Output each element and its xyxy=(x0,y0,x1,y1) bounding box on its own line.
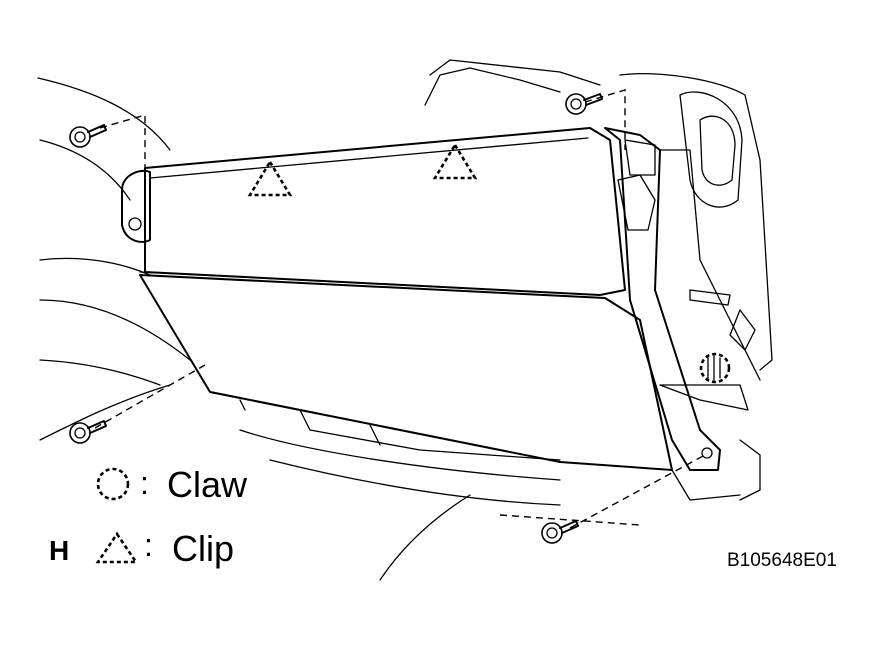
legend: : Claw H : Clip xyxy=(49,464,248,569)
upper-panel xyxy=(121,127,626,296)
screw-icon xyxy=(69,124,107,148)
lower-panel xyxy=(139,274,673,471)
clip-label: Clip xyxy=(172,528,234,569)
screw-icon xyxy=(541,520,579,544)
dotted-triangle-icon xyxy=(95,531,139,564)
clip-marker-icon xyxy=(247,159,293,197)
dashboard-outline xyxy=(37,59,773,581)
dotted-circle-icon xyxy=(96,467,130,501)
clip-prefix: H xyxy=(49,535,69,566)
screw-icon xyxy=(565,93,603,115)
claw-marker-icon xyxy=(699,352,731,384)
screw-icon xyxy=(69,420,107,444)
clip-marker-icon xyxy=(432,142,478,180)
side-trim xyxy=(604,127,721,471)
figure-code: B105648E01 xyxy=(727,550,837,571)
screw-guide-lines xyxy=(94,89,706,529)
clip-separator: : xyxy=(144,527,153,563)
claw-separator: : xyxy=(140,465,149,501)
claw-label: Claw xyxy=(167,464,248,505)
